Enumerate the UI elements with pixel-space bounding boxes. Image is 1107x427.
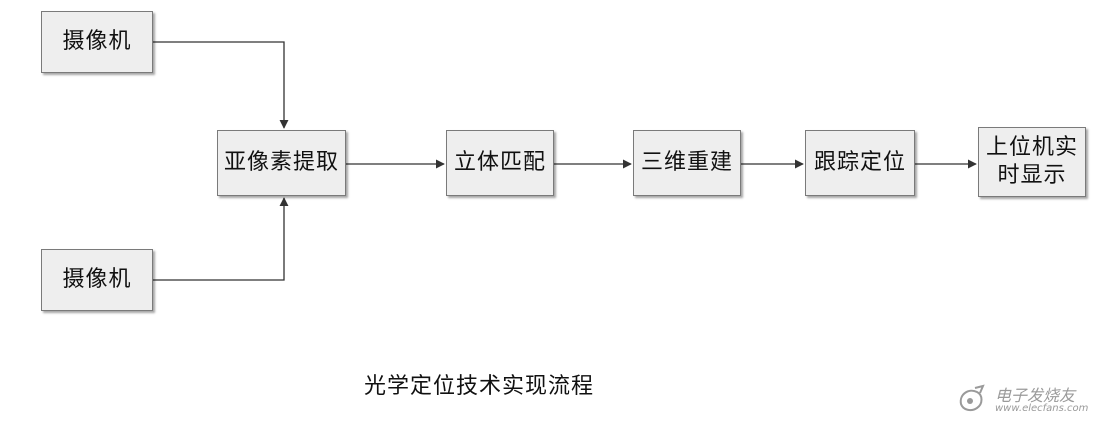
node-stereo-match-label: 立体匹配 — [453, 150, 546, 175]
node-subpixel-extract: 亚像素提取 — [217, 130, 346, 196]
connector-camera-top-to-extract — [153, 41, 289, 129]
node-camera-top-label: 摄像机 — [62, 29, 132, 54]
node-3d-reconstruct: 三维重建 — [633, 130, 741, 196]
watermark: 电子发烧友 www.elecfans.com — [955, 380, 1100, 420]
elecfans-logo-icon — [959, 384, 985, 412]
node-tracking-locate: 跟踪定位 — [805, 130, 915, 196]
node-3d-reconstruct-label: 三维重建 — [640, 150, 733, 175]
connector-camera-bottom-to-extract — [153, 197, 289, 281]
node-host-display-label: 上位机实时显示 — [985, 135, 1078, 188]
node-host-display: 上位机实时显示 — [978, 127, 1086, 197]
watermark-url: www.elecfans.com — [995, 403, 1089, 414]
node-camera-bottom: 摄像机 — [41, 249, 153, 311]
node-stereo-match: 立体匹配 — [446, 130, 554, 196]
node-camera-bottom-label: 摄像机 — [62, 267, 132, 292]
node-tracking-locate-label: 跟踪定位 — [813, 150, 906, 175]
node-subpixel-extract-label: 亚像素提取 — [223, 150, 339, 175]
node-camera-top: 摄像机 — [41, 11, 153, 73]
watermark-title: 电子发烧友 — [995, 386, 1076, 405]
diagram-caption: 光学定位技术实现流程 — [364, 374, 595, 399]
